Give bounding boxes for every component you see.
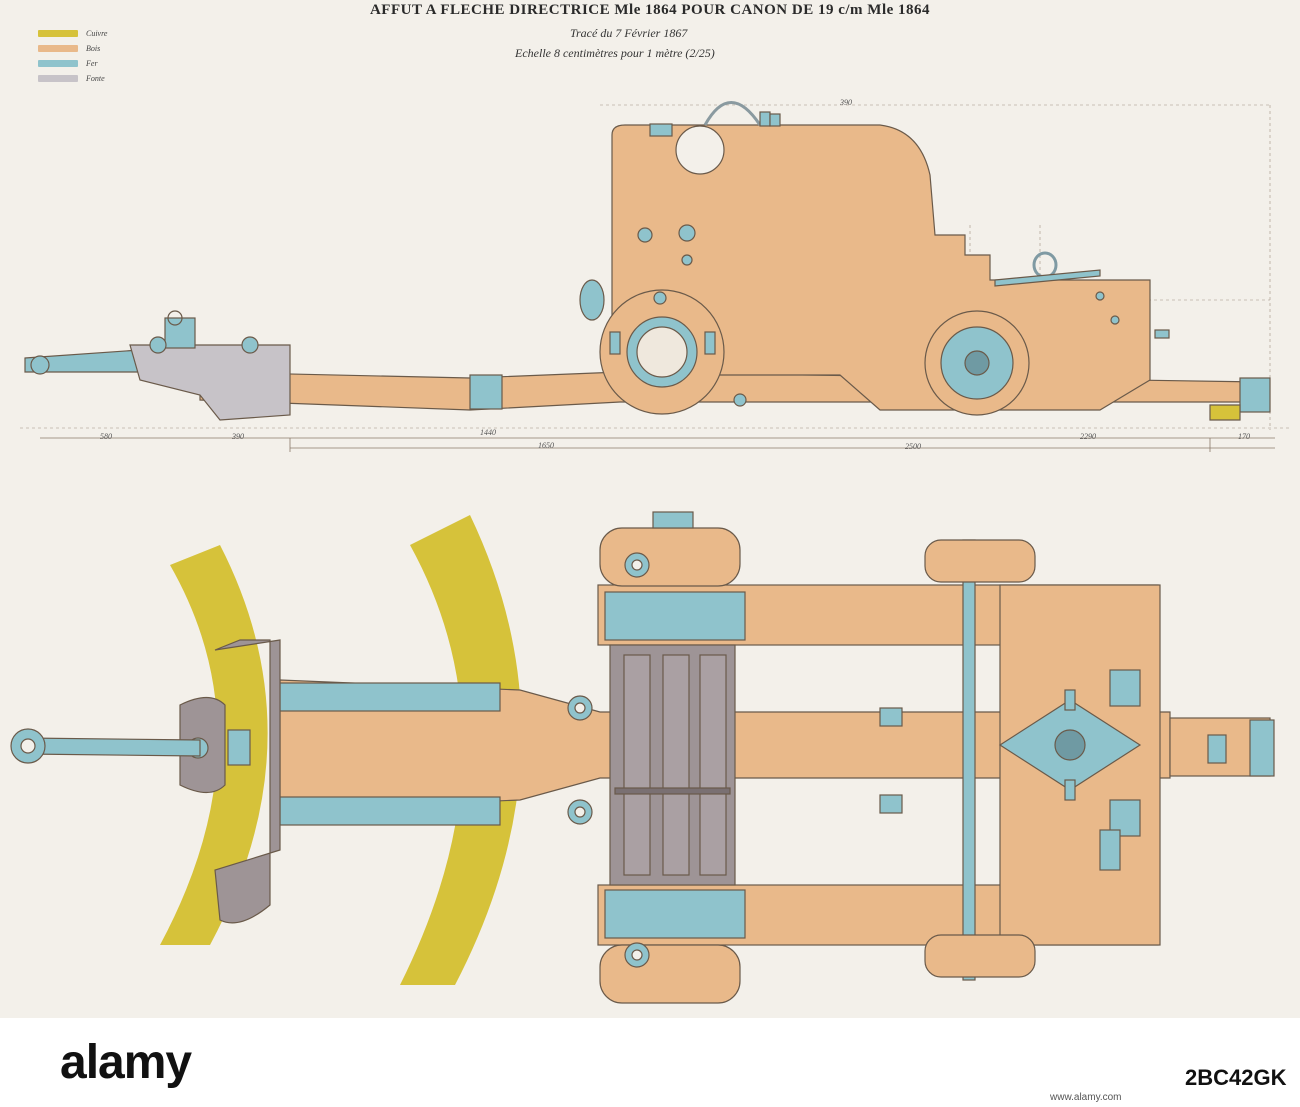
dim-label: 2500 [905,442,921,451]
legend-swatch-cuivre [38,30,78,37]
watermark-logo: alamy [60,1036,192,1089]
side-elevation [20,101,1290,452]
legend-swatch-fer [38,60,78,67]
dim-label: 2290 [1080,432,1096,441]
plan-rear-wheel-top [924,539,1036,583]
drawing-title: AFFUT A FLECHE DIRECTRICE Mle 1864 POUR … [369,2,931,18]
legend-label: Fer [86,59,98,68]
dim-label: 390 [232,432,244,441]
trail-end-cast [214,639,281,924]
dim-label: 390 [840,98,852,107]
plan-rear-wheel-bottom [924,934,1036,978]
legend-item-fer: Fer [38,59,98,68]
lifting-handle [703,101,762,126]
plan-view [10,511,1275,1004]
plan-front-wheel-top [599,527,741,587]
watermark-strip: alamy 2BC42GK www.alamy.com [0,1018,1300,1107]
rear-axle [962,539,976,981]
drawing-sheet: AFFUT A FLECHE DIRECTRICE Mle 1864 POUR … [0,0,1300,1018]
legend-swatch-fonte [38,75,78,82]
dim-label: 580 [100,432,112,441]
traced-date: Tracé du 7 Février 1867 [570,26,688,40]
traverse-arc-front [400,515,522,985]
trail-band [469,374,503,410]
legend-label: Bois [86,44,101,53]
watermark-url: www.alamy.com [1050,1092,1122,1103]
image-id: 2BC42GK [1185,1065,1287,1090]
legend-label: Cuivre [86,29,108,38]
legend-item-bois: Bois [38,44,100,53]
dim-label: 170 [1238,432,1250,441]
dim-label: 1440 [480,428,496,437]
legend-item-fonte: Fonte [38,74,105,83]
dim-label: 1650 [538,441,554,450]
scale-note: Echelle 8 centimètres pour 1 mètre (2/25… [515,46,715,60]
trunnion-seat [675,125,725,175]
carriage-drawing [10,101,1290,1004]
legend-label: Fonte [86,74,105,83]
legend-item-cuivre: Cuivre [38,29,107,38]
legend-swatch-bois [38,45,78,52]
trail-head [129,344,291,421]
plan-front-wheel-bottom [599,944,741,1004]
